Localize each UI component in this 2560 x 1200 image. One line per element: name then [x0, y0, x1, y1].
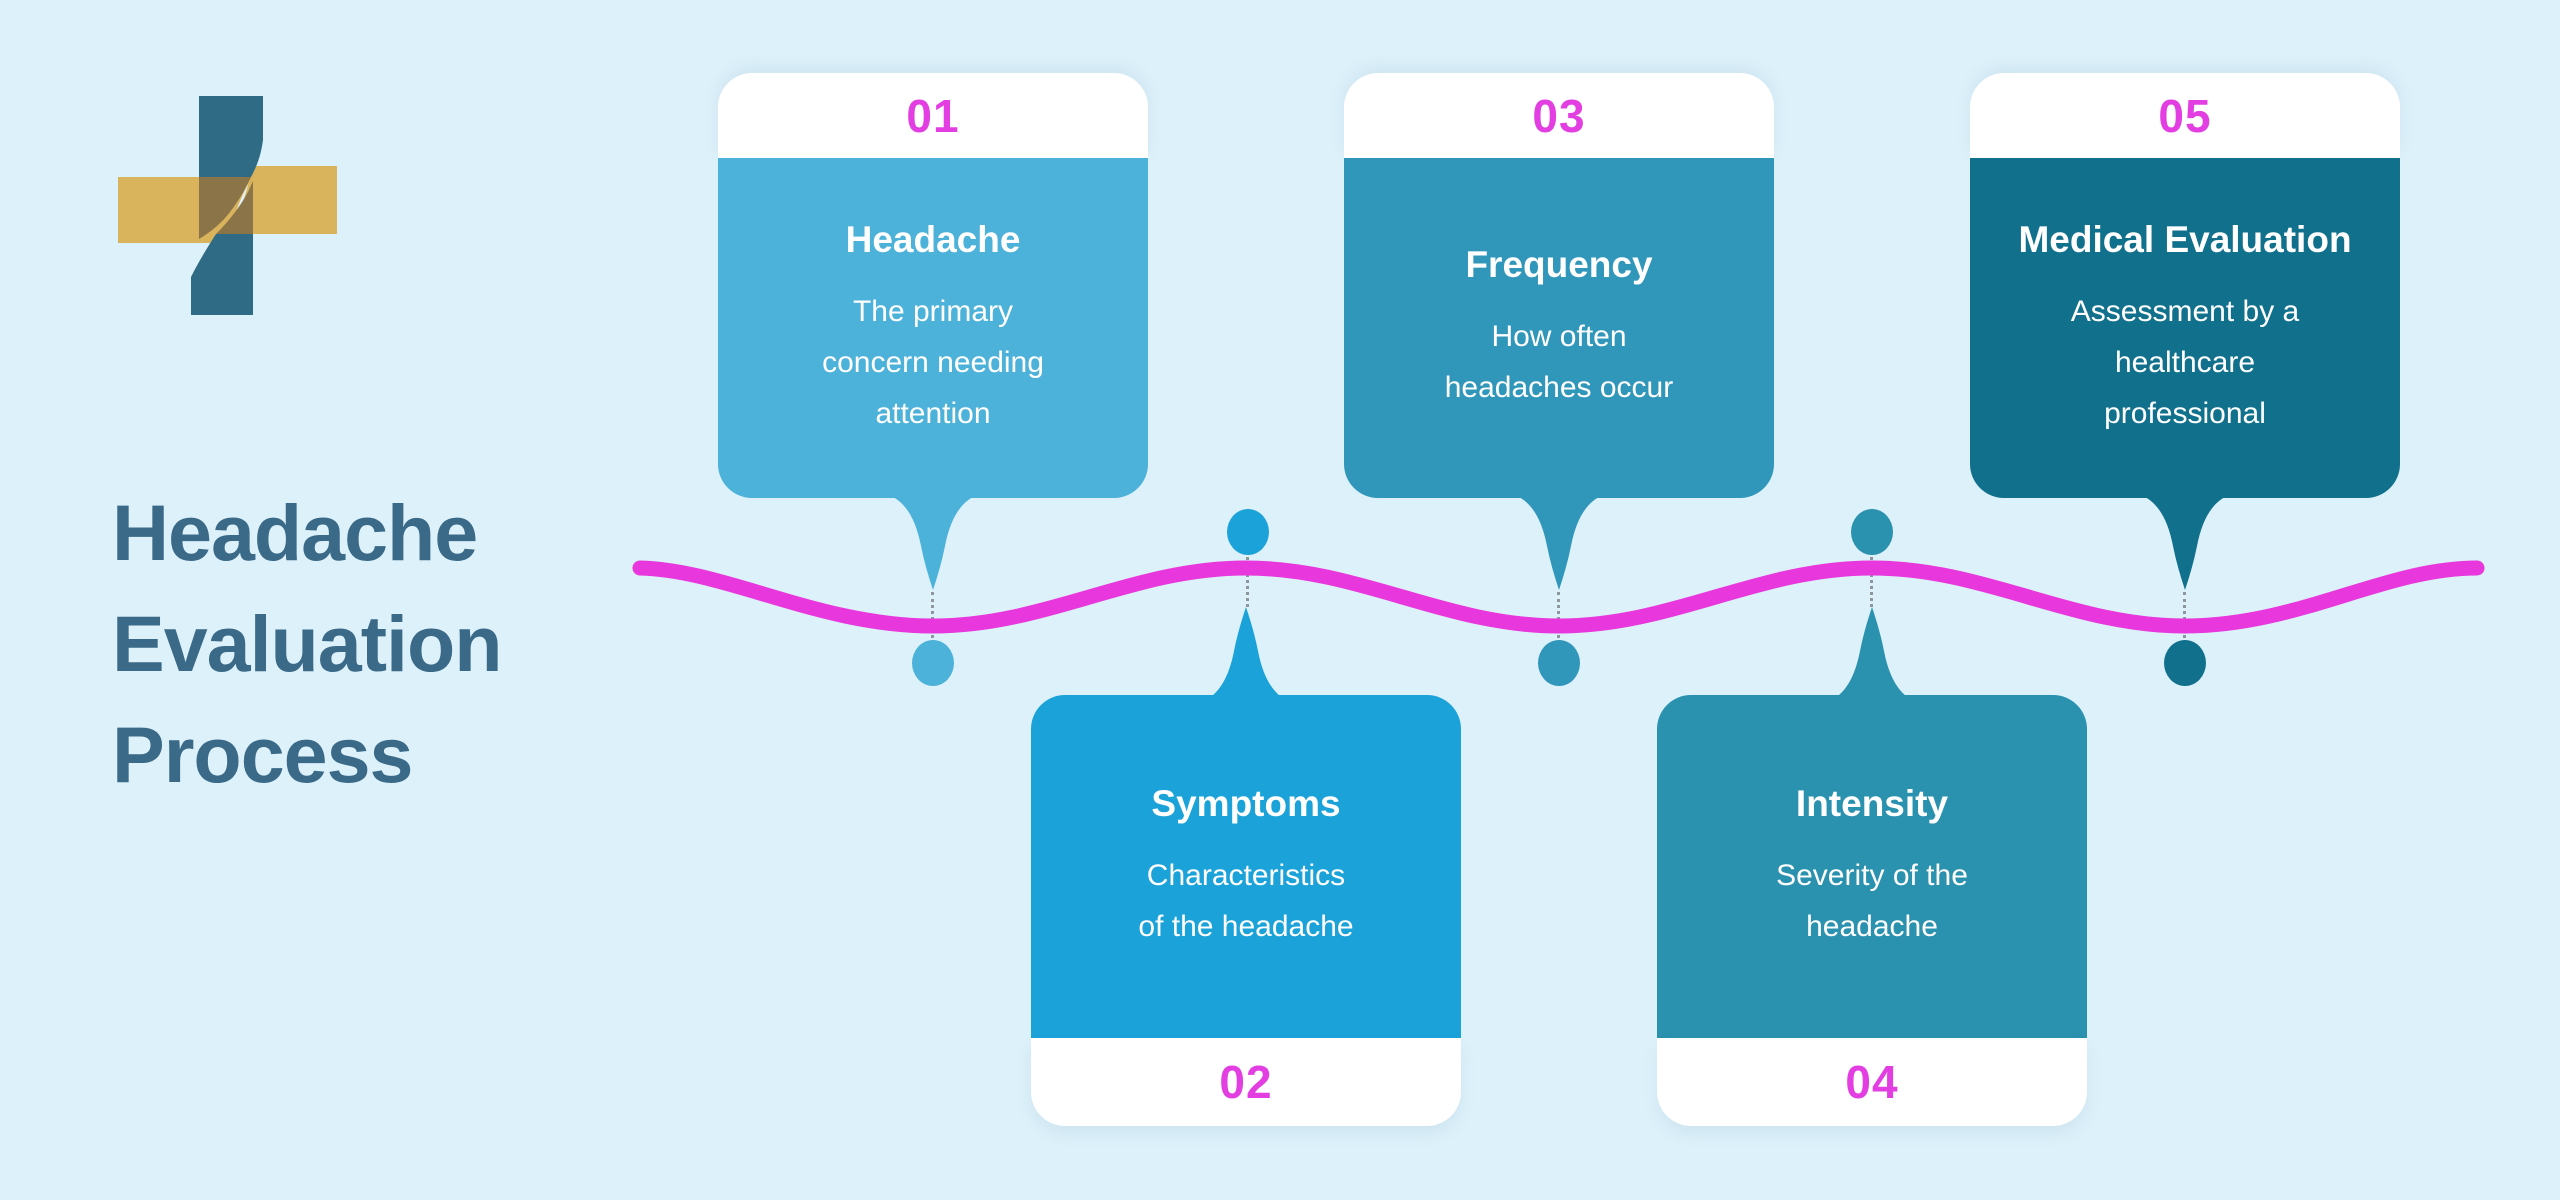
step-number: 04 [1845, 1056, 1899, 1108]
dotted-connector [1246, 557, 1249, 607]
step-card-04: Intensity Severity of the headache 04 [1657, 607, 2087, 1126]
timeline-dot [2164, 640, 2206, 686]
page-title: Headache Evaluation Process [112, 487, 502, 799]
logo-teal-bottom-bar [191, 234, 253, 315]
logo-teal-top-bar [199, 96, 263, 177]
step-title: Intensity [1795, 782, 1949, 824]
dotted-connector [1870, 557, 1873, 607]
step-card-body: Medical Evaluation Assessment by a healt… [1970, 158, 2400, 498]
logo-overlap-bottom [216, 181, 253, 234]
timeline-dot [1227, 509, 1269, 555]
timeline-dot [912, 640, 954, 686]
speech-tail-down [1517, 496, 1601, 590]
step-description: The primary concern needing attention [822, 294, 1044, 430]
speech-tail-up [1830, 607, 1914, 701]
step-card-body: Symptoms Characteristics of the headache [1031, 695, 1461, 1038]
step-number: 01 [906, 89, 960, 142]
step-card-01: 01 Headache The primary concern needing … [718, 73, 1148, 590]
step-card-body: Frequency How often headaches occur [1344, 158, 1774, 498]
speech-tail-down [891, 496, 975, 590]
step-card-03: 03 Frequency How often headaches occur [1344, 73, 1774, 590]
step-number-footer: 02 [1031, 1038, 1461, 1126]
timeline-dot [1538, 640, 1580, 686]
step-number: 03 [1532, 89, 1586, 142]
speech-tail-up [1204, 607, 1288, 701]
dotted-connector [931, 592, 934, 638]
dotted-connector [2183, 592, 2186, 638]
step-number: 02 [1219, 1056, 1273, 1108]
timeline-dot [1851, 509, 1893, 555]
step-card-body: Headache The primary concern needing att… [718, 158, 1148, 498]
step-title: Frequency [1465, 244, 1653, 285]
step-card-05: 05 Medical Evaluation Assessment by a he… [1970, 73, 2400, 590]
step-title: Headache [845, 218, 1021, 260]
step-card-body: Intensity Severity of the headache [1657, 695, 2087, 1038]
step-number-header: 05 [1970, 73, 2400, 158]
step-description: Severity of the headache [1776, 858, 1968, 943]
step-description: Assessment by a healthcare professional [2070, 294, 2300, 430]
step-number-header: 03 [1344, 73, 1774, 158]
step-number-header: 01 [718, 73, 1148, 158]
step-number-footer: 04 [1657, 1038, 2087, 1126]
step-description: How often headaches occur [1444, 320, 1674, 404]
logo-gold-right-bar [228, 166, 337, 234]
step-card-02: Symptoms Characteristics of the headache… [1031, 607, 1461, 1126]
step-description: Characteristics of the headache [1138, 858, 1354, 943]
speech-tail-down [2143, 496, 2227, 590]
step-title: Medical Evaluation [2018, 218, 2352, 260]
medical-cross-icon [118, 96, 337, 315]
dotted-connector [1557, 592, 1560, 638]
step-number: 05 [2158, 89, 2212, 142]
logo-overlap-top [199, 177, 251, 239]
step-title: Symptoms [1151, 782, 1341, 824]
